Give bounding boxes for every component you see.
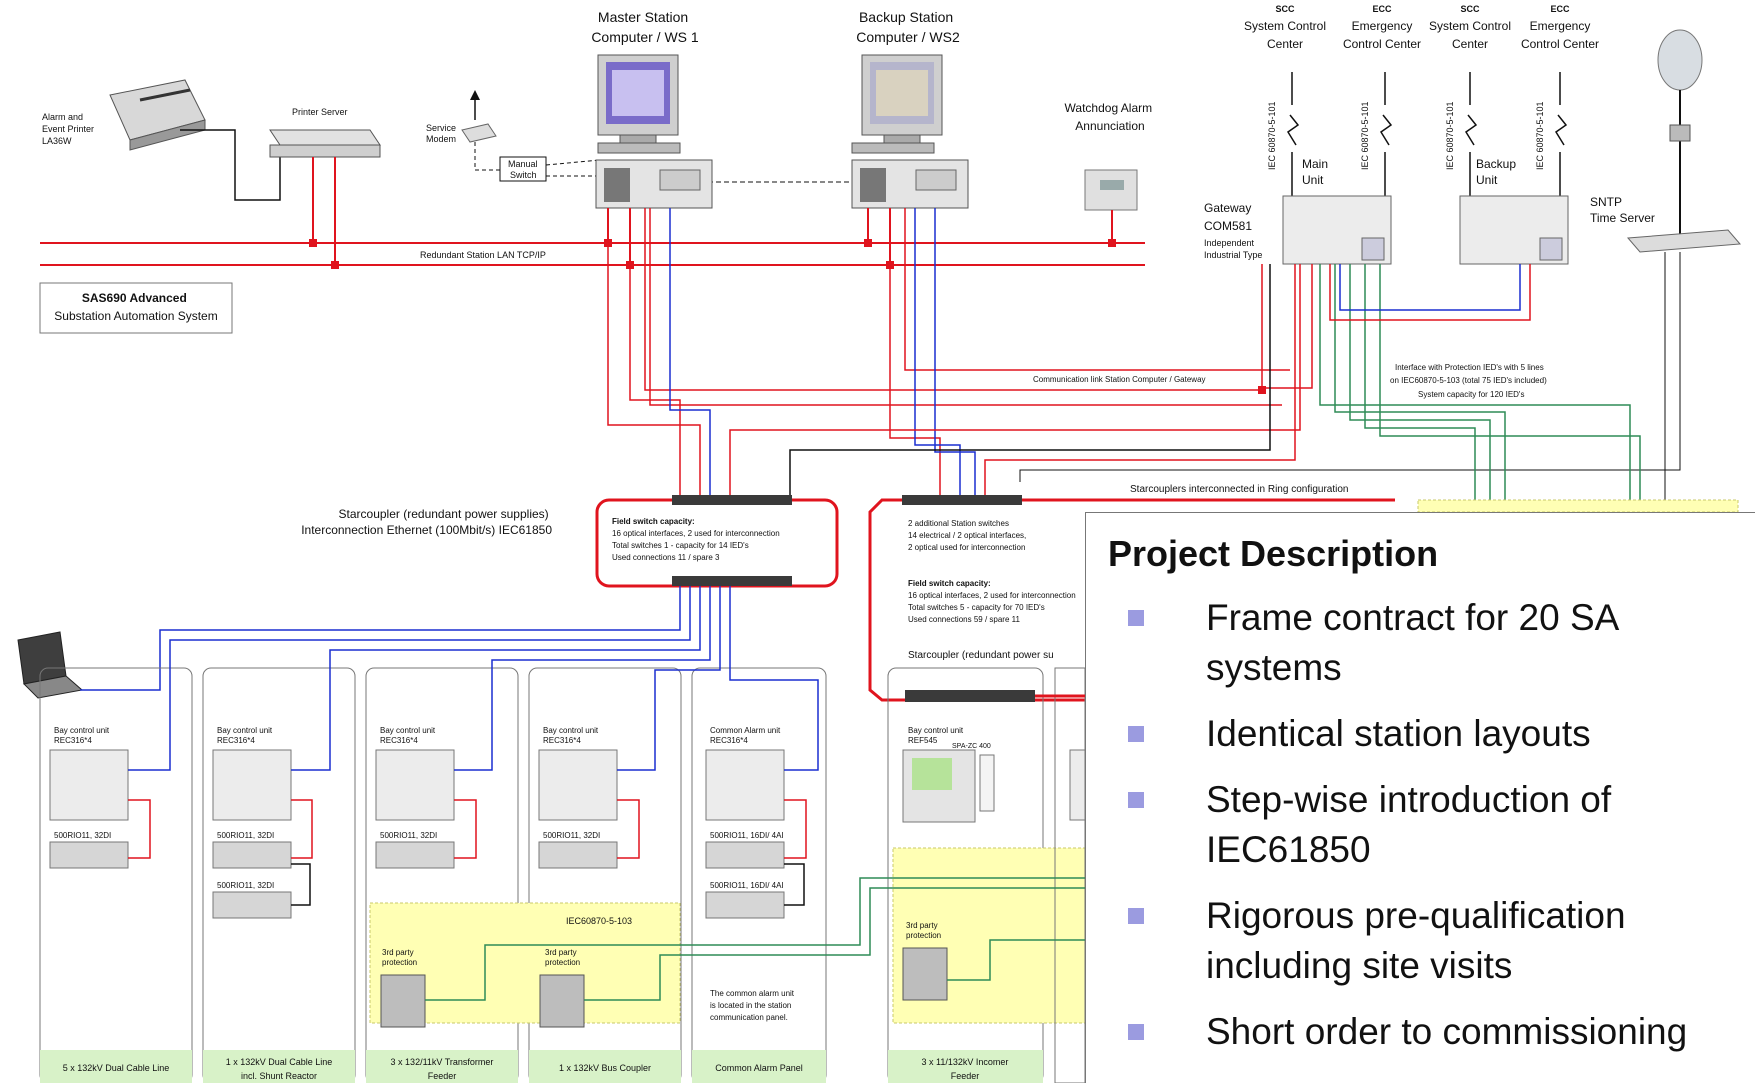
- gateway-main: [1283, 196, 1391, 264]
- lan-label: Redundant Station LAN TCP/IP: [420, 250, 546, 260]
- printer-server-device: [270, 130, 380, 157]
- field-switch-right: [905, 690, 1035, 702]
- svg-text:500RIO11, 32DI: 500RIO11, 32DI: [217, 881, 274, 890]
- manual-switch-label: Manual Switch: [508, 159, 540, 180]
- protocol-label-1: IEC 60870-5-101: [1267, 101, 1277, 170]
- backup-station-computer: [852, 55, 968, 208]
- bay-4-footer: 1 x 132kV Bus Coupler: [559, 1063, 651, 1073]
- starcoupler-right-switch: [902, 495, 1022, 505]
- svg-text:500RIO11, 32DI: 500RIO11, 32DI: [217, 831, 274, 840]
- project-description-list: Frame contract for 20 SA systems Identic…: [1108, 593, 1733, 1057]
- watchdog-label: Watchdog Alarm Annunciation: [1065, 101, 1156, 133]
- protocol-label-2: IEC 60870-5-101: [1360, 101, 1370, 170]
- starcoupler-right-label: Starcoupler (redundant power su: [908, 650, 1054, 661]
- description-item: Identical station layouts: [1108, 709, 1733, 759]
- starcoupler-left-switch-a: [672, 495, 792, 505]
- master-station-label: Master Station Computer / WS 1: [591, 9, 699, 45]
- sntp-server: [1628, 230, 1740, 252]
- svg-text:SCC: SCC: [1275, 4, 1295, 14]
- protocol-label-4: IEC 60870-5-101: [1535, 101, 1545, 170]
- description-item: Frame contract for 20 SA systems: [1108, 593, 1733, 693]
- comm-link-label: Communication link Station Computer / Ga…: [1033, 375, 1206, 384]
- starcoupler-left-switch-b: [672, 576, 792, 586]
- square-bullet-icon: [1128, 1024, 1144, 1040]
- svg-text:2 additional Station switches: 2 additional Station switches: [908, 519, 1009, 528]
- prot-interface-note: Interface with Protection IED's with 5 l…: [1390, 363, 1547, 399]
- svg-text:Interface with Protection IED': Interface with Protection IED's with 5 l…: [1395, 363, 1544, 372]
- gateway-backup: [1460, 196, 1568, 264]
- field-switch-right-note: Field switch capacity: 16 optical interf…: [908, 579, 1076, 624]
- svg-text:on IEC60870-5-103 (total 75 IE: on IEC60870-5-103 (total 75 IED's includ…: [1390, 376, 1547, 385]
- field-switch-left-note: Field switch capacity: 16 optical interf…: [612, 517, 780, 562]
- station-switches-note: 2 additional Station switches 14 electri…: [908, 519, 1026, 552]
- printer-server-label: Printer Server: [292, 107, 348, 117]
- svg-text:2 optical used for interconnec: 2 optical used for interconnection: [908, 543, 1025, 552]
- svg-text:16 optical interfaces, 2 used: 16 optical interfaces, 2 used for interc…: [612, 529, 780, 538]
- svg-text:ECC: ECC: [1550, 4, 1570, 14]
- master-station-computer: [596, 55, 712, 208]
- svg-text:SPA-ZC 400: SPA-ZC 400: [952, 743, 991, 750]
- project-description-title: Project Description: [1108, 533, 1733, 575]
- alarm-printer-label: Alarm and Event Printer LA36W: [42, 112, 97, 146]
- protocol-label-3: IEC 60870-5-101: [1445, 101, 1455, 170]
- backup-station-label: Backup Station Computer / WS2: [856, 9, 960, 45]
- svg-text:Used connections 59 / spare 11: Used connections 59 / spare 11: [908, 615, 1020, 624]
- svg-text:Total switches 1 - capacity fo: Total switches 1 - capacity for 14 IED's: [612, 541, 749, 550]
- svg-text:16 optical interfaces, 2 used: 16 optical interfaces, 2 used for interc…: [908, 591, 1076, 600]
- service-modem-label: Service Modem: [426, 123, 459, 144]
- alarm-printer: [110, 80, 205, 150]
- project-description-panel: Project Description Frame contract for 2…: [1085, 512, 1755, 1083]
- svg-text:500RIO11, 16DI/ 4AI: 500RIO11, 16DI/ 4AI: [710, 881, 784, 890]
- svg-text:500RIO11, 32DI: 500RIO11, 32DI: [380, 831, 437, 840]
- svg-text:500RIO11, 32DI: 500RIO11, 32DI: [54, 831, 111, 840]
- laptop: [18, 632, 82, 698]
- ring-label: Starcouplers interconnected in Ring conf…: [1130, 484, 1348, 495]
- description-item: Rigorous pre-qualification including sit…: [1108, 891, 1733, 991]
- gps-antenna: [1658, 30, 1702, 90]
- svg-text:500RIO11, 32DI: 500RIO11, 32DI: [543, 831, 600, 840]
- gateway-label: Gateway COM581 Independent Industrial Ty…: [1204, 201, 1262, 260]
- svg-text:System capacity for 120 IED's: System capacity for 120 IED's: [1418, 390, 1524, 399]
- svg-text:Total switches 5 - capacity fo: Total switches 5 - capacity for 70 IED's: [908, 603, 1045, 612]
- svg-text:Field switch capacity:: Field switch capacity:: [612, 517, 695, 526]
- svg-text:14 electrical / 2 optical inte: 14 electrical / 2 optical interfaces,: [908, 531, 1026, 540]
- bay-1-footer: 5 x 132kV Dual Cable Line: [63, 1063, 170, 1073]
- square-bullet-icon: [1128, 610, 1144, 626]
- square-bullet-icon: [1128, 792, 1144, 808]
- svg-text:SCC: SCC: [1460, 4, 1480, 14]
- description-item: Short order to commissioning: [1108, 1007, 1733, 1057]
- svg-text:ECC: ECC: [1372, 4, 1392, 14]
- square-bullet-icon: [1128, 726, 1144, 742]
- square-bullet-icon: [1128, 908, 1144, 924]
- description-item: Step-wise introduction of IEC61850: [1108, 775, 1733, 875]
- starcoupler-left-label: Starcoupler (redundant power supplies) I…: [301, 507, 552, 537]
- svg-text:Field switch capacity:: Field switch capacity:: [908, 579, 991, 588]
- svg-text:500RIO11, 16DI/ 4AI: 500RIO11, 16DI/ 4AI: [710, 831, 784, 840]
- iec103-label: IEC60870-5-103: [566, 916, 632, 926]
- bay-5-footer: Common Alarm Panel: [715, 1063, 803, 1073]
- svg-text:Used connections 11 / spare 3: Used connections 11 / spare 3: [612, 553, 720, 562]
